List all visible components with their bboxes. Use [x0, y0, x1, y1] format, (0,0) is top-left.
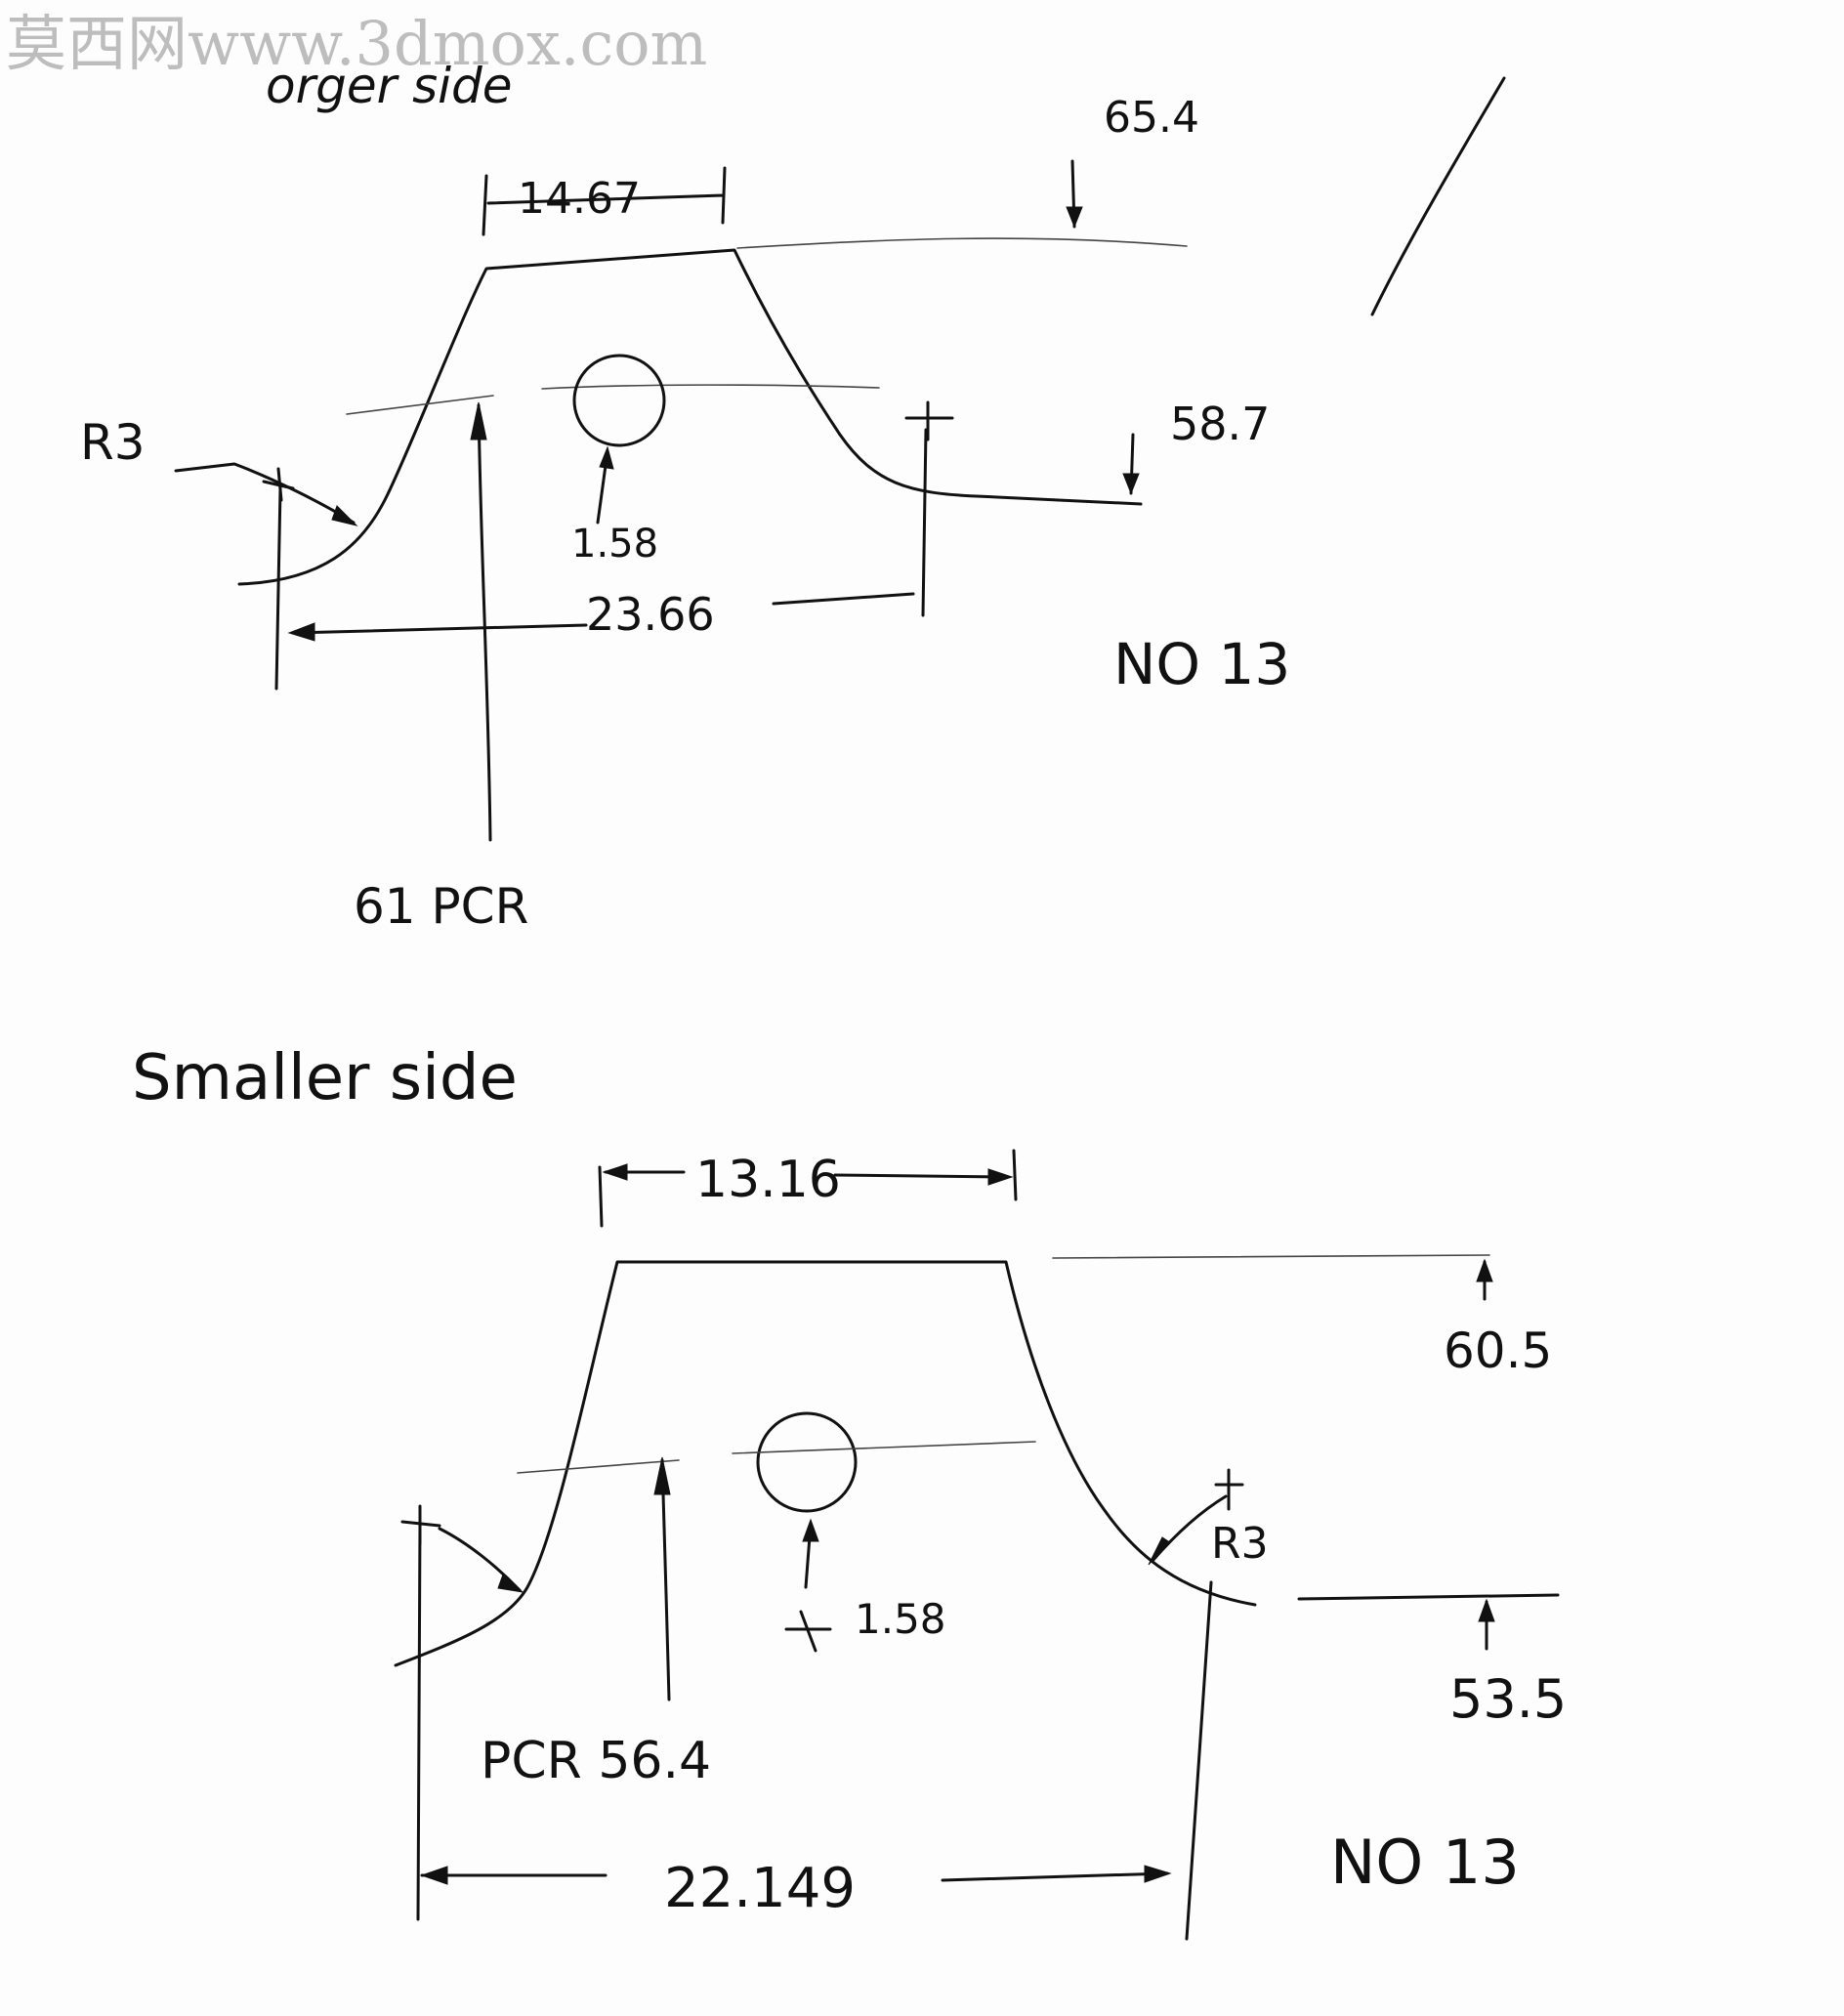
smaller-topwidth-label: 13.16 — [695, 1151, 841, 1209]
larger-hole-centerline — [541, 384, 880, 390]
smaller-root-line — [1297, 1593, 1560, 1601]
larger-outer-radius-arrowhead — [1066, 206, 1083, 229]
smaller-hole-label: 1.58 — [855, 1595, 946, 1643]
larger-basewidth-label: 23.66 — [586, 588, 715, 641]
smaller-basewidth-label: 22.149 — [664, 1857, 856, 1920]
smaller-pcr-arrow — [660, 1458, 671, 1701]
smaller-root-arrowhead — [1478, 1598, 1495, 1622]
larger-pcr-label: 61 PCR — [354, 878, 528, 935]
smaller-right-fillet-leader — [1151, 1494, 1228, 1563]
larger-pcr-arrow — [477, 403, 492, 842]
larger-outer-arc-line — [736, 237, 1188, 249]
larger-basewidth-left — [291, 623, 588, 635]
larger-diagonal-stroke — [1370, 76, 1506, 316]
smaller-basewidth-left-arrow — [420, 1866, 448, 1885]
smaller-right-centermark — [1214, 1468, 1244, 1511]
larger-root-radius-arrowhead — [1122, 473, 1140, 495]
larger-fillet-arrowhead — [331, 505, 358, 526]
larger-pcr-arrowhead — [470, 401, 487, 441]
larger-side-sketch: orger side 1.58 14.67 65.4 58.7 — [80, 58, 1506, 935]
smaller-pcr-arrowhead — [653, 1456, 671, 1495]
smaller-topwidth-left-arrow — [602, 1163, 628, 1181]
smaller-tooth-count: NO 13 — [1330, 1827, 1520, 1898]
smaller-right-extension — [1185, 1580, 1213, 1941]
larger-tooth-profile — [237, 248, 1143, 586]
larger-topwidth-label: 14.67 — [518, 174, 641, 224]
smaller-basewidth-right — [941, 1871, 1169, 1882]
larger-basewidth-left-arrow — [287, 622, 315, 642]
smaller-outer-radius-label: 60.5 — [1444, 1323, 1552, 1379]
larger-left-centermark — [262, 467, 295, 502]
smaller-fillet-label: R3 — [1211, 1519, 1269, 1569]
larger-tooth-count: NO 13 — [1113, 631, 1290, 697]
larger-left-extension — [274, 486, 282, 691]
smaller-hole-strikeout — [784, 1610, 832, 1653]
smaller-pcr-label: PCR 56.4 — [481, 1732, 711, 1790]
larger-right-centermark — [904, 400, 954, 441]
larger-outer-radius-label: 65.4 — [1104, 93, 1199, 143]
smaller-basewidth-right-arrow — [1144, 1865, 1172, 1883]
smaller-pcr-line — [517, 1459, 680, 1474]
smaller-right-fillet-arrowhead — [1148, 1536, 1169, 1566]
larger-basewidth-right — [772, 592, 915, 606]
larger-pcr-line — [346, 395, 494, 415]
larger-root-radius-label: 58.7 — [1170, 398, 1270, 450]
smaller-side-heading: Smaller side — [132, 1042, 518, 1114]
larger-topwidth-dimline — [482, 166, 727, 236]
watermark-text: 莫西网www.3dmox.com — [6, 8, 707, 79]
smaller-root-radius-label: 53.5 — [1449, 1668, 1567, 1730]
larger-right-extension — [921, 428, 928, 617]
smaller-tooth-profile — [394, 1260, 1257, 1667]
larger-hole-circle — [572, 354, 666, 447]
smaller-topwidth-dimline — [598, 1149, 1018, 1228]
smaller-hole-arrowhead — [802, 1518, 819, 1542]
smaller-hole-circle — [756, 1411, 858, 1513]
smaller-topwidth-right-arrow — [987, 1168, 1014, 1186]
smaller-left-fillet-arrowhead — [497, 1574, 524, 1593]
larger-hole-label: 1.58 — [571, 522, 658, 567]
smaller-left-extension — [416, 1522, 422, 1921]
larger-hole-arrow — [599, 445, 614, 470]
smaller-outer-line — [1052, 1254, 1490, 1259]
smaller-outer-arrowhead — [1476, 1258, 1493, 1282]
larger-fillet-leader — [174, 462, 356, 525]
smaller-side-sketch: Smaller side 13.16 1.58 PCR 56.4 60.5 53… — [132, 1042, 1567, 1941]
smaller-hole-centerline — [732, 1441, 1036, 1454]
larger-side-heading: orger side — [266, 58, 513, 114]
larger-fillet-label: R3 — [80, 414, 146, 471]
